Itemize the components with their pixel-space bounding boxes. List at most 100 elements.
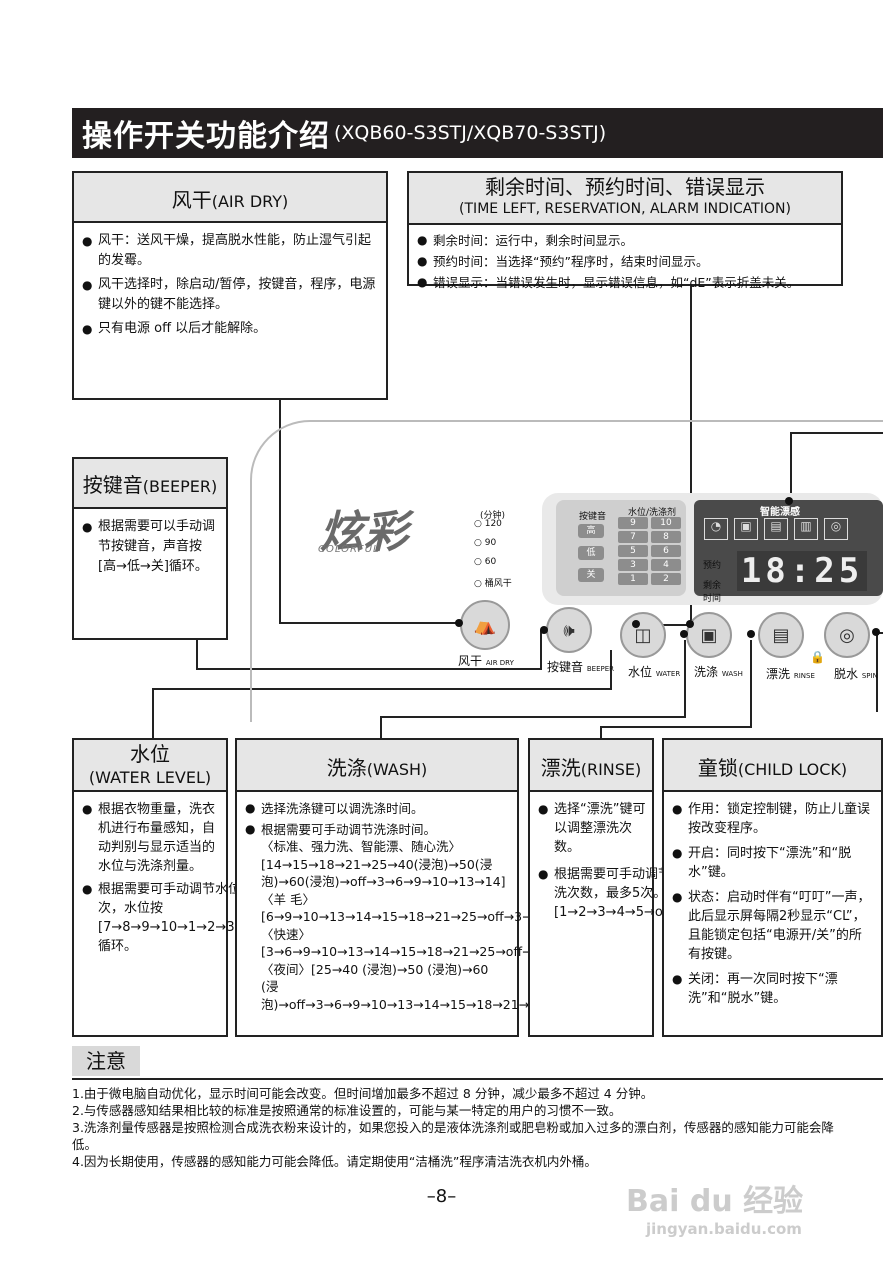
beeper-header: 按键音 <box>579 512 607 522</box>
wash-sequence: 〈快速〉[3→6→9→10→13→14→15→18→21→25→off→3] <box>261 926 546 960</box>
program-icons-row: ◔ ▣ ▤ ▥ ◎ <box>704 518 874 542</box>
reserve-label: 预约 <box>703 561 722 571</box>
water-header: 水位/洗涤剂 <box>628 508 677 518</box>
wash-icon: ▣ <box>700 624 718 646</box>
water-key: 1 <box>618 573 648 585</box>
beeper-label: 按键音 BEEPER <box>547 660 614 674</box>
smart-label: 智能漂感 <box>760 507 800 518</box>
spin-button[interactable]: ◎ <box>824 612 870 658</box>
air-dry-label: 风干 AIR DRY <box>458 654 514 668</box>
connector-line <box>690 286 692 626</box>
brand-logo-en: COLORFUL <box>318 544 380 555</box>
connector-line <box>684 640 686 718</box>
air-dry-icon: ⛺ <box>473 614 497 636</box>
timer-unit: (分钟) <box>480 511 506 521</box>
water-level-button[interactable]: ◫ <box>620 612 666 658</box>
timer-option: ○ 桶风干 <box>474 579 512 589</box>
air-dry-button[interactable]: ⛺ <box>460 600 510 650</box>
wash-sequence: 〈标准、强力洗、智能漂、随心洗〉[14→15→18→21→25→40(浸泡)→5… <box>261 839 506 889</box>
notes-divider <box>72 1078 883 1080</box>
connector-line <box>600 726 602 738</box>
air-dry-heading: 风干(AIR DRY) <box>74 173 386 223</box>
rinse-icon: ▤ <box>772 624 790 646</box>
rinse-button[interactable]: ▤ <box>758 612 804 658</box>
water-level-icon: ◫ <box>634 624 652 646</box>
note-item: 1.由于微电脑自动优化，显示时间可能会改变。但时间增加最多不超过 8 分钟，减少… <box>72 1086 654 1101</box>
connector-dot <box>872 628 880 636</box>
wash-sequence: 〈羊 毛〉[6→9→10→13→14→15→18→21→25→off→3→6] <box>261 891 546 925</box>
water-key: 7 <box>618 531 648 543</box>
list-item: ●根据需要可以手动调节按键音，声音按[高→低→关]循环。 <box>82 519 216 574</box>
water-level-heading: 水位 (WATER LEVEL) <box>74 740 226 792</box>
connector-line <box>196 640 198 670</box>
connector-line <box>790 432 883 434</box>
list-item: ●错误显示：当错误发生时，显示错误信息，如“dE”表示折盖未关。 <box>417 275 800 290</box>
connector-line <box>540 630 542 670</box>
list-item: ●根据需要可手动调节漂洗次数，最多5次。[1→2→3→4→5→off→1] <box>538 867 697 920</box>
connector-line <box>600 726 752 728</box>
timer-option: ○ 60 <box>474 557 497 567</box>
connector-line <box>279 399 281 624</box>
list-item: ●选择洗涤键可以调洗涤时间。 <box>245 801 424 816</box>
wash-sequence: 〈夜间〉[25→40 (浸泡)→50 (浸泡)→60 (浸泡)→off→3→6→… <box>261 961 550 1012</box>
list-item: ●只有电源 off 以后才能解除。 <box>82 321 267 336</box>
connector-line <box>380 716 686 718</box>
list-item: ●根据需要可手动调节水位，每按键一次，水位按[7→8→9→10→1→2→3→4→… <box>82 882 330 954</box>
machine-top-outline <box>250 420 883 722</box>
rinse-box: 漂洗(RINSE) ●选择“漂洗”键可以调整漂洗次数。 ●根据需要可手动调节漂洗… <box>528 738 697 1037</box>
water-key: 4 <box>651 559 681 571</box>
connector-line <box>196 668 542 670</box>
beeper-heading: 按键音(BEEPER) <box>74 459 226 509</box>
connector-dot <box>747 630 755 638</box>
beeper-level-high: 高 <box>578 524 604 538</box>
child-lock-box: 童锁(CHILD LOCK) ●作用：锁定控制键，防止儿童误按改变程序。 ●开启… <box>662 738 883 1037</box>
time-left-box: 剩余时间、预约时间、错误显示 (TIME LEFT, RESERVATION, … <box>407 171 843 290</box>
wash-button[interactable]: ▣ <box>686 612 732 658</box>
connector-dot <box>455 619 463 627</box>
beeper-level-off: 关 <box>578 568 604 582</box>
wash-icon: ▣ <box>734 518 758 540</box>
connector-line <box>152 688 154 738</box>
water-key: 9 <box>618 517 648 529</box>
wash-label: 洗涤 WASH <box>694 665 743 679</box>
water-key: 6 <box>651 545 681 557</box>
list-item: ●关闭：再一次同时按下“漂洗”和“脱水”键。 <box>672 972 838 1006</box>
note-item: 2.与传感器感知结果相比较的标准是按照通常的标准设置的，可能与某一特定的用户的习… <box>72 1103 622 1118</box>
dry-icon: ◎ <box>824 518 848 540</box>
water-key: 5 <box>618 545 648 557</box>
list-item: ●剩余时间：运行中，剩余时间显示。 <box>417 233 634 248</box>
water-key: 8 <box>651 531 681 543</box>
notes-list: 1.由于微电脑自动优化，显示时间可能会改变。但时间增加最多不超过 8 分钟，减少… <box>72 1085 852 1170</box>
page-title-bar: 操作开关功能介绍 (XQB60-S3STJ/XQB70-S3STJ) <box>72 108 883 158</box>
connector-dot <box>540 626 548 634</box>
list-item: ●风干：送风干燥，提高脱水性能，防止湿气引起的发霉。 <box>82 233 372 268</box>
remain-label: 剩余 时间 <box>703 581 722 604</box>
spin-icon: ▥ <box>794 518 818 540</box>
rinse-icon: ▤ <box>764 518 788 540</box>
time-left-heading: 剩余时间、预约时间、错误显示 (TIME LEFT, RESERVATION, … <box>409 173 841 225</box>
beeper-level-low: 低 <box>578 546 604 560</box>
lock-icon: 🔒 <box>810 650 825 664</box>
wash-box: 洗涤(WASH) ●选择洗涤键可以调洗涤时间。 ●根据需要可手动调节洗涤时间。 … <box>235 738 550 1037</box>
brand-logo: 炫彩 <box>320 507 408 558</box>
air-dry-box: 风干(AIR DRY) ●风干：送风干燥，提高脱水性能，防止湿气引起的发霉。 ●… <box>72 171 388 400</box>
list-item: ●预约时间：当选择“预约”程序时，结束时间显示。 <box>417 254 709 269</box>
rinse-heading: 漂洗(RINSE) <box>530 740 652 792</box>
water-key: 3 <box>618 559 648 571</box>
list-item: ●根据衣物重量，洗衣机进行布量感知，自动判别与显示适当的水位与洗涤剂量。 <box>82 802 216 874</box>
connector-line <box>279 622 459 624</box>
list-item: ●选择“漂洗”键可以调整漂洗次数。 <box>538 802 646 855</box>
list-item: ●状态：启动时伴有“叮叮”一声，此后显示屏每隔2秒显示“CL”，且能锁定包括“电… <box>672 890 871 962</box>
list-item: ●根据需要可手动调节洗涤时间。 <box>245 821 437 837</box>
connector-line <box>610 650 612 690</box>
connector-dot <box>680 630 688 638</box>
beeper-button[interactable]: 🕪 <box>546 607 592 653</box>
timer-option: ○ 120 <box>474 519 502 529</box>
timer-option: ○ 90 <box>474 538 497 548</box>
connector-line <box>380 716 382 738</box>
list-item: ●开启：同时按下“漂洗”和“脱水”键。 <box>672 846 852 880</box>
water-key: 10 <box>651 517 681 529</box>
gauge-icon: ◔ <box>704 518 728 540</box>
spin-icon: ◎ <box>839 624 855 646</box>
notes-heading: 注意 <box>72 1046 140 1076</box>
